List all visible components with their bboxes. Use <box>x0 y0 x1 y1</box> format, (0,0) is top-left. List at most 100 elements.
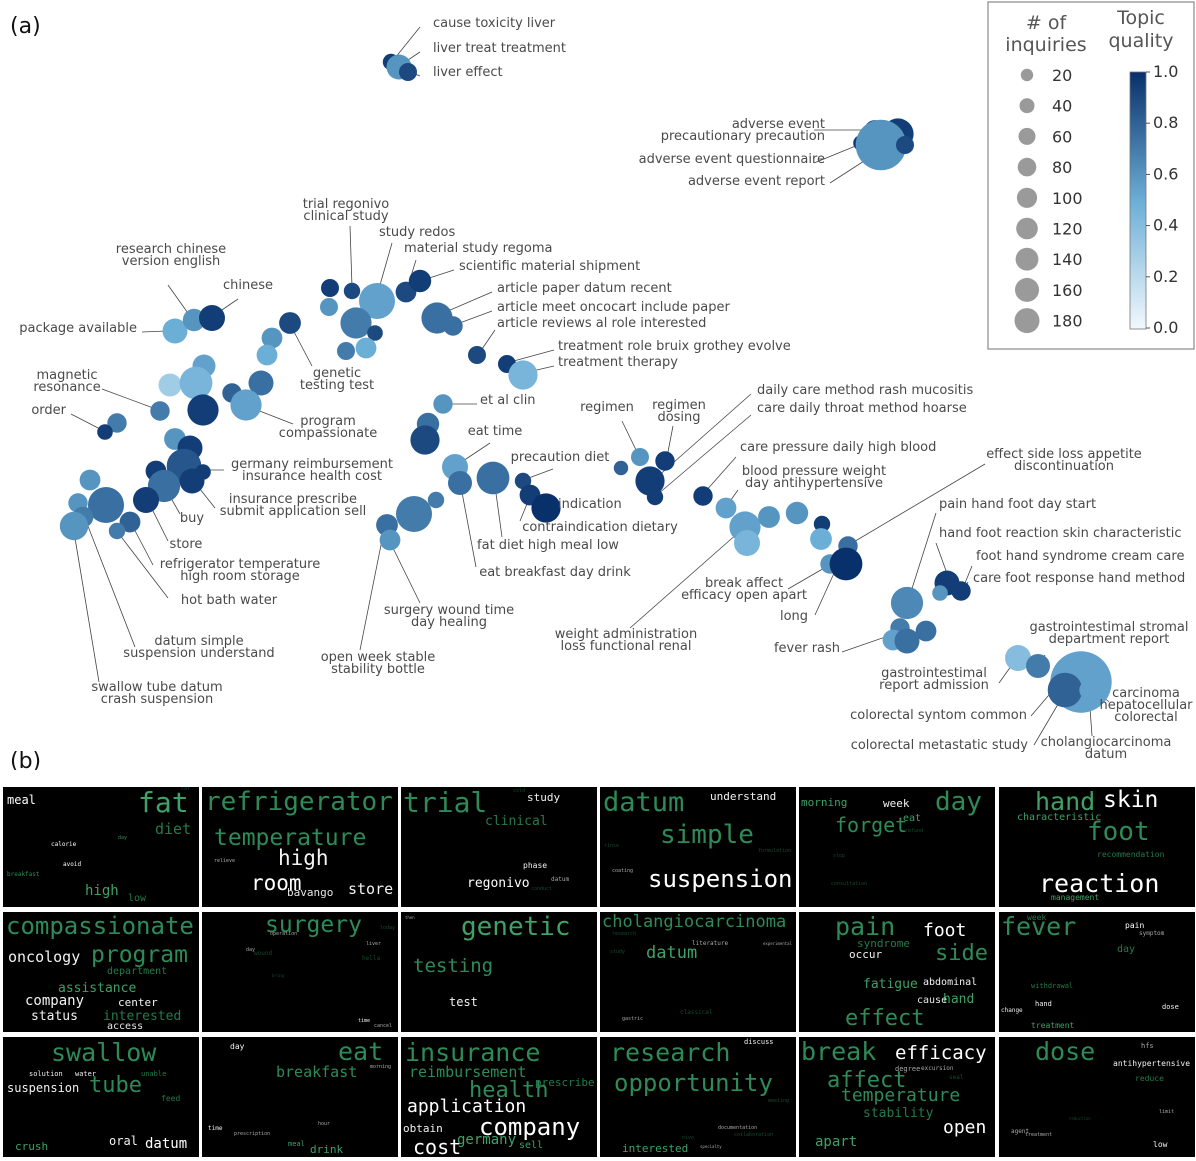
word-cloud-term: genetic <box>461 912 571 942</box>
word-cloud-term: abdominal <box>923 977 978 988</box>
topic-label: chinese <box>223 278 273 293</box>
word-cloud-term: datum <box>603 787 685 818</box>
topic-label-line: care pressure daily high blood <box>740 440 936 455</box>
topic-label: treatment therapy <box>558 355 678 370</box>
topic-label-line: regimen <box>580 400 634 415</box>
leader-line <box>149 504 169 542</box>
topic-label: study redos <box>379 225 455 240</box>
word-cloud-term: treatment <box>1025 1132 1053 1138</box>
word-cloud-term: insurance <box>405 1038 541 1067</box>
legend: # of inquiries Topic quality 20406080100… <box>987 1 1195 350</box>
word-cloud-term: gastric <box>622 1016 644 1022</box>
word-cloud-term: reimbursement <box>409 1063 527 1081</box>
topic-bubble <box>1047 672 1083 708</box>
word-cloud-term: meal <box>7 793 36 807</box>
topic-bubble <box>951 581 971 601</box>
size-legend-tick: 60 <box>1052 127 1072 146</box>
topic-bubble <box>355 337 377 359</box>
word-cloud-term: company <box>25 993 85 1009</box>
topic-bubble <box>646 488 664 506</box>
word-cloud-term: operation <box>270 931 298 937</box>
word-cloud-term: nivo <box>682 1135 695 1141</box>
leader-line <box>814 570 836 616</box>
leader-line <box>349 225 353 288</box>
leader-line <box>509 349 555 363</box>
topic-label: care foot response hand method <box>973 571 1185 586</box>
topic-bubble <box>635 466 665 496</box>
topic-label: care pressure daily high blood <box>740 440 936 455</box>
word-cloud-term: consultation <box>831 881 868 887</box>
topic-label-line: precautionary precaution <box>661 129 825 144</box>
leader-line <box>851 463 986 544</box>
topic-label: regimen <box>580 400 634 415</box>
topic-label: article reviews al role interested <box>497 316 706 331</box>
word-cloud-term: high <box>278 846 329 870</box>
word-cloud-term: application <box>407 1096 527 1117</box>
topic-bubble <box>829 547 863 581</box>
leader-line <box>291 327 313 367</box>
topic-label-line: care daily throat method hoarse <box>757 401 967 416</box>
word-cloud-term: store <box>348 880 394 898</box>
colorbar-tick-label: 0.0 <box>1153 318 1178 337</box>
word-cloud-term: discuss <box>744 1038 774 1046</box>
word-cloud-term: relieve <box>214 858 236 864</box>
word-cloud-term: interested <box>103 1009 182 1024</box>
word-cloud-term: foot <box>1087 817 1150 847</box>
topic-bubble <box>279 312 301 334</box>
topic-label-line: cholangiocarcinoma <box>1041 735 1172 750</box>
topic-label-line: effect side loss appetite <box>986 447 1142 462</box>
word-cloud-term: morning <box>370 1064 392 1070</box>
word-cloud-term: degree <box>895 1065 921 1073</box>
topic-label-line: trial regonivo <box>303 197 390 212</box>
topic-label-line: package available <box>19 321 137 336</box>
word-cloud-term: study <box>527 791 561 804</box>
topic-label-line: hot bath water <box>181 593 278 608</box>
topic-bubble <box>343 282 361 300</box>
topic-label: long <box>780 609 808 624</box>
topic-bubble <box>261 327 283 349</box>
size-legend-circle <box>1016 187 1038 208</box>
topic-label-line: department report <box>1049 632 1170 647</box>
topic-label: liver treat treatment <box>433 41 566 56</box>
topic-label: treatment role bruix grothey evolve <box>558 339 791 354</box>
word-cloud-term: refund <box>905 828 924 834</box>
topic-label-line: colorectal <box>1114 710 1178 725</box>
word-cloud-term: understand <box>710 790 777 803</box>
topic-label: pain hand foot day start <box>939 497 1096 512</box>
topic-label-line: testing test <box>300 378 374 393</box>
color-legend-title-2: quality <box>1109 30 1174 52</box>
topic-label-line: liver treat treatment <box>433 41 566 56</box>
topic-bubble <box>337 342 355 360</box>
leader-line <box>456 310 493 325</box>
word-cloud-term: break <box>801 1037 877 1066</box>
word-cloud-term: liver <box>366 941 382 947</box>
topic-bubble <box>179 468 205 494</box>
topic-label-line: indication <box>558 497 622 512</box>
leader-line <box>704 456 737 493</box>
word-cloud-term: department <box>107 966 168 977</box>
topic-label: eat breakfast day drink <box>479 565 631 580</box>
leader-line <box>787 566 827 590</box>
word-cloud-term: then <box>405 915 415 920</box>
word-cloud-term: characteristic <box>1017 812 1102 823</box>
topic-bubble <box>187 394 219 426</box>
colorbar-tick-label: 0.6 <box>1153 164 1178 183</box>
leader-line <box>359 529 385 651</box>
topic-label-line: genetic <box>313 366 361 381</box>
colorbar <box>1129 71 1147 330</box>
topic-label-line: dosing <box>657 410 700 425</box>
topic-label-line: version english <box>122 254 220 269</box>
topic-label-line: gastrointestimal stromal <box>1029 620 1188 635</box>
leader-line <box>73 531 100 683</box>
colorbar-tick-label: 0.4 <box>1153 216 1178 235</box>
topic-label: eat time <box>468 424 523 439</box>
colorbar-tick-label: 1.0 <box>1153 62 1178 81</box>
